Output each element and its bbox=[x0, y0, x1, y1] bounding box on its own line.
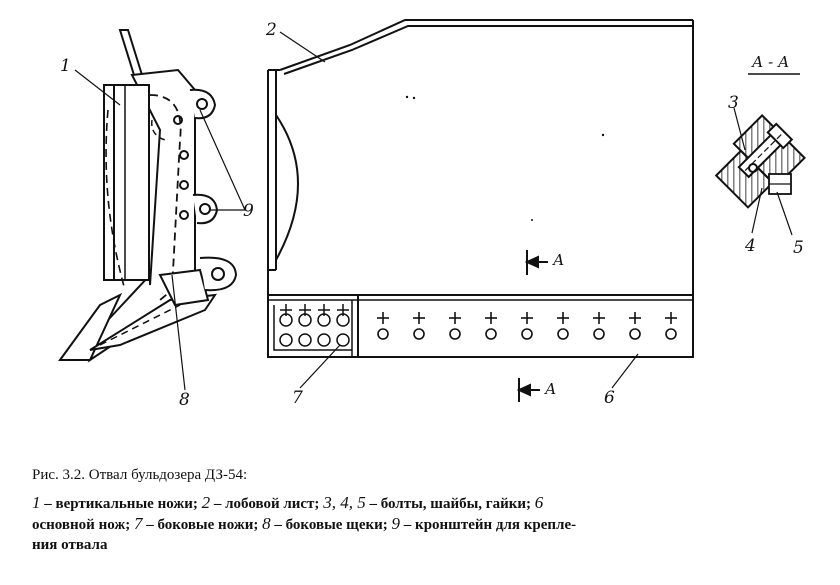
callout-4: 4 bbox=[745, 236, 756, 256]
callout-8: 8 bbox=[179, 390, 190, 410]
callout-5: 5 bbox=[793, 238, 804, 258]
figure-caption: Рис. 3.2. Отвал бульдозера ДЗ-54: 1 – ве… bbox=[32, 467, 832, 555]
caption-num-7: 7 bbox=[133, 514, 143, 533]
frontal-sheet-top bbox=[279, 19, 693, 71]
caption-text-6: основной нож; bbox=[32, 517, 134, 533]
section-marker-lower bbox=[516, 378, 540, 402]
leader-6 bbox=[611, 353, 639, 389]
caption-num-1: 1 bbox=[32, 493, 41, 512]
leader-3 bbox=[733, 107, 746, 151]
callout-2: 2 bbox=[266, 20, 277, 40]
leader-9a bbox=[199, 109, 246, 211]
leader-8 bbox=[171, 274, 186, 391]
leader-7 bbox=[299, 344, 341, 389]
bracket-lug-3 bbox=[199, 256, 238, 292]
callout-3: 3 bbox=[728, 93, 739, 113]
main-knife-bolts bbox=[377, 312, 677, 340]
leader-5 bbox=[776, 191, 793, 236]
section-mark-upper: А bbox=[553, 251, 565, 269]
knife-strip bbox=[267, 294, 694, 358]
section-title: А - А bbox=[752, 53, 790, 71]
vertical-knife bbox=[103, 84, 150, 281]
section-a-a bbox=[714, 73, 806, 236]
caption-text-7: – боковые ножи; bbox=[142, 517, 263, 533]
section-marker-upper bbox=[524, 250, 548, 275]
callout-1: 1 bbox=[60, 56, 71, 76]
caption-num-9: 9 bbox=[391, 514, 401, 533]
leader-2 bbox=[279, 31, 326, 63]
figure-drawing bbox=[58, 19, 806, 402]
caption-text-2: – лобовой лист; bbox=[210, 496, 324, 512]
caption-num-8: 8 bbox=[262, 514, 271, 533]
caption-num-6: 6 bbox=[534, 493, 544, 512]
side-knife-bolts bbox=[279, 304, 350, 347]
front-view bbox=[267, 19, 694, 402]
callout-9: 9 bbox=[243, 201, 254, 221]
lower-knife bbox=[58, 292, 123, 361]
caption-text-1: – вертикальные ножи; bbox=[40, 496, 202, 512]
caption-text-345: – болты, шайбы, гайки; bbox=[365, 496, 535, 512]
caption-text-8: – боковые щеки; bbox=[270, 517, 392, 533]
caption-line-1: 1 – вертикальные ножи; 2 – лобовой лист;… bbox=[32, 493, 832, 514]
section-mark-lower: А bbox=[545, 380, 557, 398]
caption-text-9: – кронштейн для крепле- bbox=[400, 517, 577, 533]
bracket-lug-2 bbox=[192, 193, 219, 225]
side-view bbox=[58, 29, 246, 391]
callout-7: 7 bbox=[292, 388, 303, 408]
caption-num-2: 2 bbox=[201, 493, 211, 512]
caption-line-2: основной нож; 7 – боковые ножи; 8 – боко… bbox=[32, 514, 832, 535]
leader-4 bbox=[751, 187, 763, 234]
caption-line-3: ния отвала bbox=[32, 537, 108, 553]
callout-6: 6 bbox=[604, 388, 615, 408]
caption-title: Рис. 3.2. Отвал бульдозера ДЗ-54: bbox=[32, 467, 248, 483]
leader-1 bbox=[74, 69, 121, 106]
caption-num-345: 3, 4, 5 bbox=[323, 493, 366, 512]
